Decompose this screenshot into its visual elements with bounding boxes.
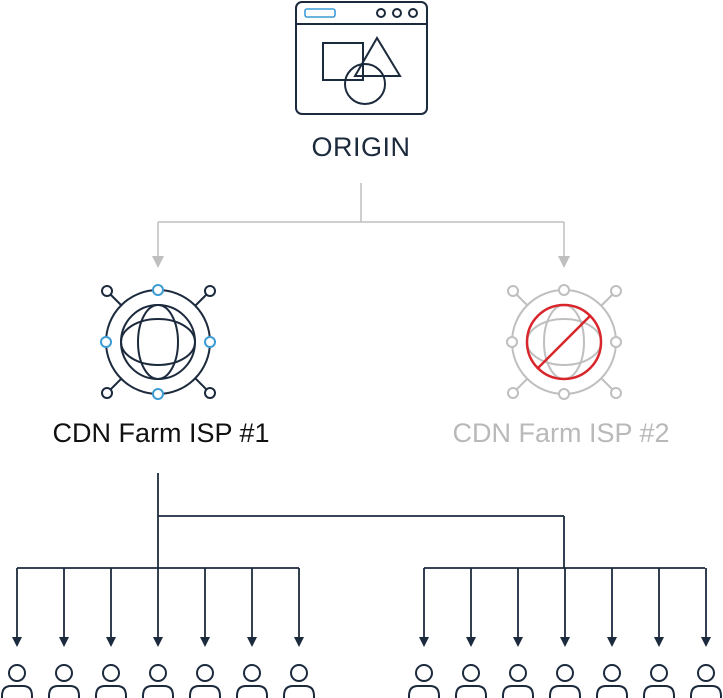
user-icon <box>690 664 722 698</box>
arrow-head <box>106 637 116 647</box>
arrow-head <box>701 637 711 647</box>
user-icon <box>596 664 628 698</box>
arrow-head <box>247 637 257 647</box>
origin-label: ORIGIN <box>311 132 411 162</box>
prohibited-icon <box>525 303 603 381</box>
cdn1-label: CDN Farm ISP #1 <box>52 418 270 448</box>
users <box>1 664 722 698</box>
user-icon <box>1 664 33 698</box>
arrow-head <box>12 637 22 647</box>
user-arrows <box>12 568 711 647</box>
user-icon <box>549 664 581 698</box>
arrow-head <box>560 637 570 647</box>
arrow-head <box>607 637 617 647</box>
user-icon <box>408 664 440 698</box>
globe-network-icon <box>100 284 216 400</box>
arrow-head <box>513 637 523 647</box>
user-icon <box>236 664 268 698</box>
user-icon <box>502 664 534 698</box>
arrow-head <box>153 637 163 647</box>
arrow-head <box>294 637 304 647</box>
distribution-tree <box>17 473 705 569</box>
arrow-head <box>419 637 429 647</box>
user-icon <box>48 664 80 698</box>
user-icon <box>142 664 174 698</box>
cdn2-label: CDN Farm ISP #2 <box>452 418 670 448</box>
user-icon <box>643 664 675 698</box>
arrow-head <box>59 637 69 647</box>
user-icon <box>455 664 487 698</box>
user-icon <box>95 664 127 698</box>
arrow-head <box>466 637 476 647</box>
user-icon <box>283 664 315 698</box>
origin-connectors <box>152 183 570 268</box>
arrow-head <box>654 637 664 647</box>
arrow-head <box>200 637 210 647</box>
browser-window-icon <box>295 1 428 115</box>
user-icon <box>189 664 221 698</box>
